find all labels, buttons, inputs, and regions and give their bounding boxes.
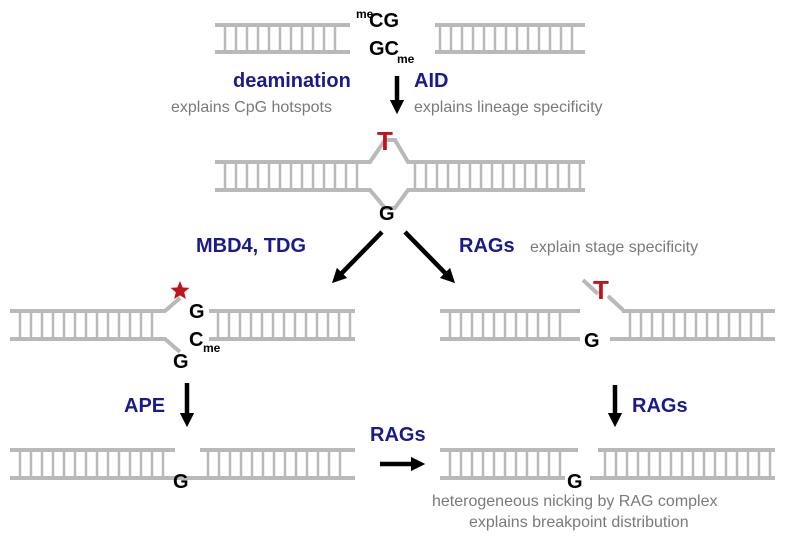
dna-duplex-tg-mismatch xyxy=(215,138,585,210)
note-lineage-specificity: explains lineage specificity xyxy=(414,99,603,116)
dna-duplex-methylated-cpg xyxy=(215,23,585,54)
left-g-top: G xyxy=(189,301,205,323)
mismatch-g: G xyxy=(379,203,395,225)
dna-duplex-rag-nicked xyxy=(440,278,775,341)
red-star-icon xyxy=(170,281,190,299)
right-g: G xyxy=(584,330,600,352)
label-mbd4-tdg: MBD4, TDG xyxy=(196,235,306,257)
methyl-label-top: me xyxy=(356,7,374,21)
arrow-to-glycosylase xyxy=(331,230,384,284)
label-rags-right: RAGs xyxy=(632,395,688,417)
arrow-to-rags-nicking xyxy=(403,230,456,284)
dna-duplex-nicked-left xyxy=(10,448,355,480)
methyl-label-bottom: me xyxy=(397,52,415,66)
right-mismatch-t: T xyxy=(593,275,609,305)
mismatch-t: T xyxy=(377,126,393,156)
dna-duplex-abasic xyxy=(10,296,355,354)
label-ape: APE xyxy=(124,395,165,417)
left-g-bottom: G xyxy=(173,351,189,373)
bottom-left-g: G xyxy=(173,471,189,493)
note-stage-specificity: explain stage specificity xyxy=(530,239,698,256)
note-heterogeneous-nicking: heterogeneous nicking by RAG complex xyxy=(432,493,718,510)
left-methyl-label: me xyxy=(203,341,221,355)
label-rags-top: RAGs xyxy=(459,235,515,257)
dna-duplex-break-right xyxy=(440,448,775,480)
note-breakpoint-distribution: explains breakpoint distribution xyxy=(469,514,689,531)
left-c: C xyxy=(189,329,203,351)
cg-top-strand: CG xyxy=(369,10,399,32)
label-aid: AID xyxy=(414,70,448,92)
bottom-right-g: G xyxy=(567,471,583,493)
note-cpg-hotspots: explains CpG hotspots xyxy=(171,99,332,116)
gc-bottom-strand: GC xyxy=(369,38,399,60)
label-deamination: deamination xyxy=(233,70,351,92)
label-rags-bottom: RAGs xyxy=(370,424,426,446)
